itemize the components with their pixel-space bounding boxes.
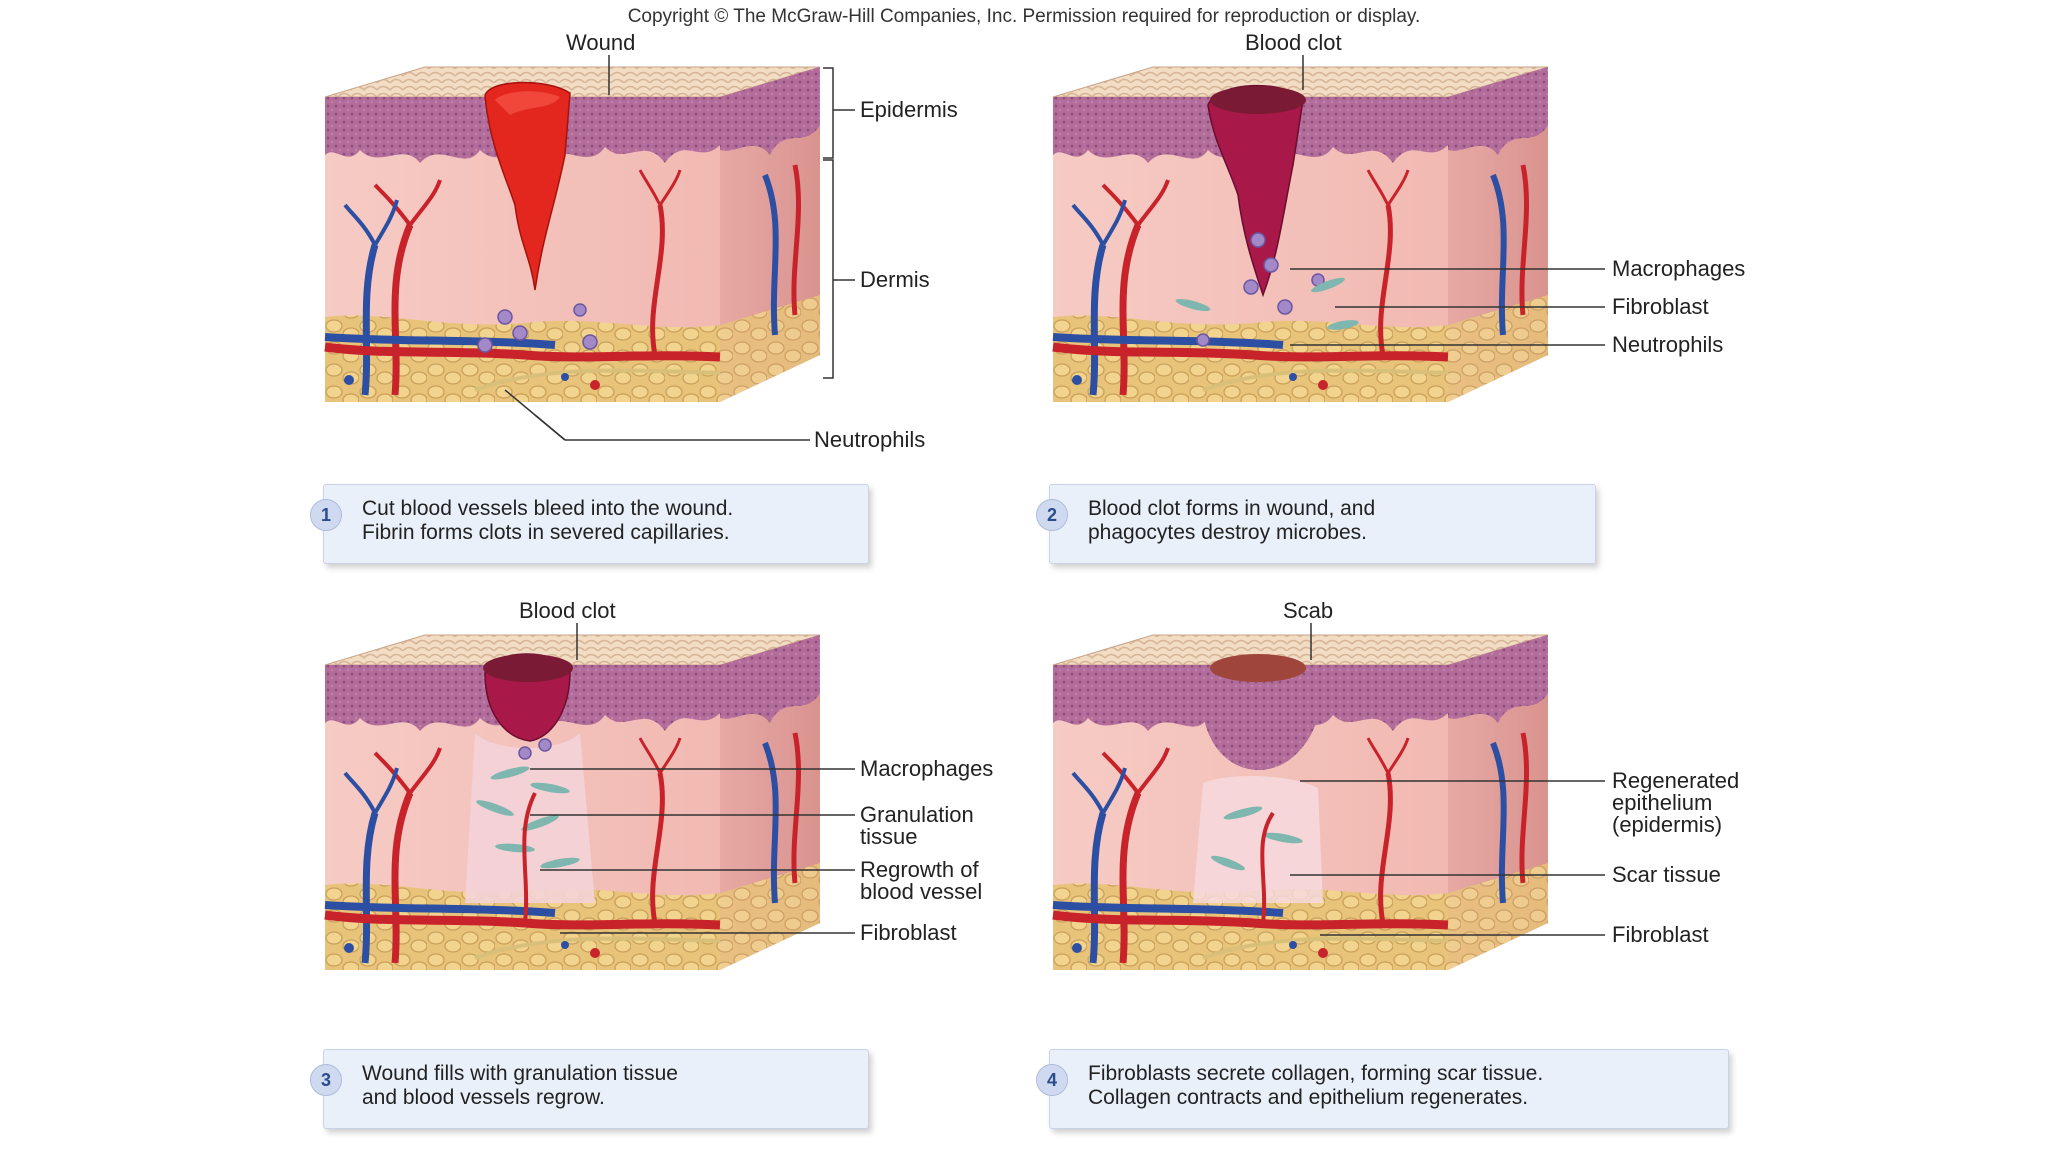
label-blood-clot: Blood clot [519, 598, 616, 623]
step-number-badge: 4 [1036, 1064, 1068, 1096]
label-fibroblast: Fibroblast [1612, 294, 1709, 319]
label-fibroblast: Fibroblast [860, 920, 957, 945]
panel-4-illustration [1053, 635, 1548, 970]
step-number-badge: 3 [310, 1064, 342, 1096]
step-1-caption-box: 1 Cut blood vessels bleed into the wound… [310, 484, 869, 564]
step-number-badge: 2 [1036, 499, 1068, 531]
label-granulation-tissue: Granulation tissue [860, 802, 974, 849]
label-dermis: Dermis [860, 267, 930, 292]
panel-2-illustration [1053, 67, 1548, 402]
step-number-badge: 1 [310, 499, 342, 531]
label-macrophages: Macrophages [860, 756, 994, 781]
step-3-caption: Wound fills with granulation tissue and … [362, 1062, 678, 1109]
step-3-caption-box: 3 Wound fills with granulation tissue an… [310, 1049, 869, 1129]
label-scar-tissue: Scar tissue [1612, 862, 1721, 887]
copyright-notice: Copyright © The McGraw-Hill Companies, I… [627, 6, 1421, 27]
panel-1-illustration [325, 67, 820, 402]
label-fibroblast: Fibroblast [1612, 922, 1709, 947]
label-regrowth-of-blood-vessel: Regrowth of blood vessel [860, 857, 983, 904]
label-scab: Scab [1283, 598, 1334, 623]
leader-lines [504, 55, 1605, 936]
panel-3-illustration [325, 635, 820, 970]
label-neutrophils: Neutrophils [814, 427, 926, 452]
step-1-caption: Cut blood vessels bleed into the wound. … [362, 497, 734, 544]
label-wound: Wound [566, 30, 636, 55]
label-regenerated-epithelium: Regenerated epithelium (epidermis) [1612, 768, 1740, 837]
step-2-caption-box: 2 Blood clot forms in wound, and phagocy… [1036, 484, 1596, 564]
step-2-caption: Blood clot forms in wound, and phagocyte… [1088, 497, 1376, 544]
label-epidermis: Epidermis [860, 97, 958, 122]
label-macrophages: Macrophages [1612, 256, 1746, 281]
step-4-caption: Fibroblasts secrete collagen, forming sc… [1088, 1062, 1544, 1109]
label-blood-clot: Blood clot [1245, 30, 1342, 55]
label-neutrophils: Neutrophils [1612, 332, 1724, 357]
step-4-caption-box: 4 Fibroblasts secrete collagen, forming … [1036, 1049, 1729, 1129]
